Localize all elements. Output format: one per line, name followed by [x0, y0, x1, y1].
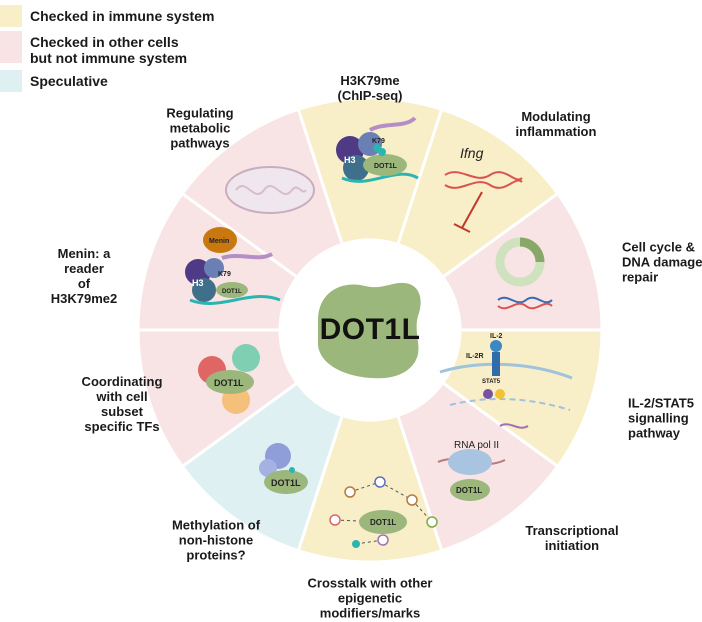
legend-item-immune: Checked in immune system	[0, 5, 214, 27]
il2-label: IL-2	[490, 333, 503, 340]
center-title: DOT1L	[319, 313, 421, 346]
segment-label-metabolic-pathways: Regulating metabolic pathways	[166, 105, 234, 151]
dot1l-function-wheel: H3 K79 DOT1L Ifng IL-2 IL-2R STAT5 RNA p…	[136, 96, 604, 564]
segment-label-il2-stat5: IL-2/STAT5 signalling pathway	[628, 395, 694, 441]
ifng-label: Ifng	[460, 145, 484, 161]
legend-swatch-immune	[0, 5, 22, 27]
dot1l-label: DOT1L	[374, 163, 398, 170]
segment-label-h3k79me: H3K79me (ChIP-seq)	[337, 73, 403, 103]
cell-cycle-icon	[495, 237, 553, 310]
transcription-factors-icon: DOT1L	[198, 344, 260, 414]
segment-label-menin-reader: Menin: a reader of H3K79me2	[50, 246, 118, 306]
rna-pol-label: RNA pol II	[454, 440, 499, 451]
legend-label: Checked in other cells	[30, 34, 179, 50]
menin-label: Menin	[209, 238, 229, 245]
stat5-label: STAT5	[482, 379, 501, 385]
segment-label-modulating-inflammation: Modulating inflammation	[515, 109, 597, 139]
segment-label-cell-cycle: Cell cycle & DNA damage repair	[622, 239, 702, 285]
k79-label: K79	[372, 138, 385, 145]
dna-inhibition-icon: Ifng	[444, 145, 523, 233]
legend-swatch-other	[0, 31, 22, 63]
legend-label: Checked in immune system	[30, 8, 215, 24]
h3-label: H3	[192, 278, 204, 288]
protein-methylation-icon: DOT1L	[259, 443, 308, 494]
il2r-label: IL-2R	[466, 353, 484, 360]
rna-pol-icon: RNA pol II DOT1L	[437, 440, 506, 501]
h3-label: H3	[344, 155, 356, 165]
segment-label-methylation-non-histone: Methylation of non-histone proteins?	[171, 517, 261, 563]
mitochondrion-icon	[225, 166, 315, 214]
dot1l-label: DOT1L	[271, 478, 301, 488]
legend-label: but not immune system	[30, 50, 188, 66]
segment-label-coordinating-tfs: Coordinating with cell subset specific T…	[81, 374, 163, 434]
network-icon: DOT1L	[329, 476, 438, 548]
legend-label: Speculative	[30, 73, 108, 89]
dot1l-blob	[318, 282, 421, 379]
legend-item-other: Checked in other cells but not immune sy…	[0, 31, 187, 66]
menin-reader-icon: Menin H3 K79 DOT1L	[185, 227, 281, 305]
il2-receptor-icon: IL-2 IL-2R STAT5	[439, 333, 573, 429]
dot1l-label: DOT1L	[370, 518, 396, 527]
nucleosome-icon: H3 K79 DOT1L	[336, 116, 419, 183]
legend-item-speculative: Speculative	[0, 70, 108, 92]
k79-label: K79	[218, 271, 231, 278]
legend-swatch-speculative	[0, 70, 22, 92]
dot1l-label: DOT1L	[214, 378, 244, 388]
dot1l-label: DOT1L	[222, 289, 242, 295]
dot1l-label: DOT1L	[456, 486, 482, 495]
segment-label-crosstalk: Crosstalk with other epigenetic modifier…	[307, 575, 433, 621]
segment-label-transcriptional-initiation: Transcriptional initiation	[525, 523, 619, 553]
